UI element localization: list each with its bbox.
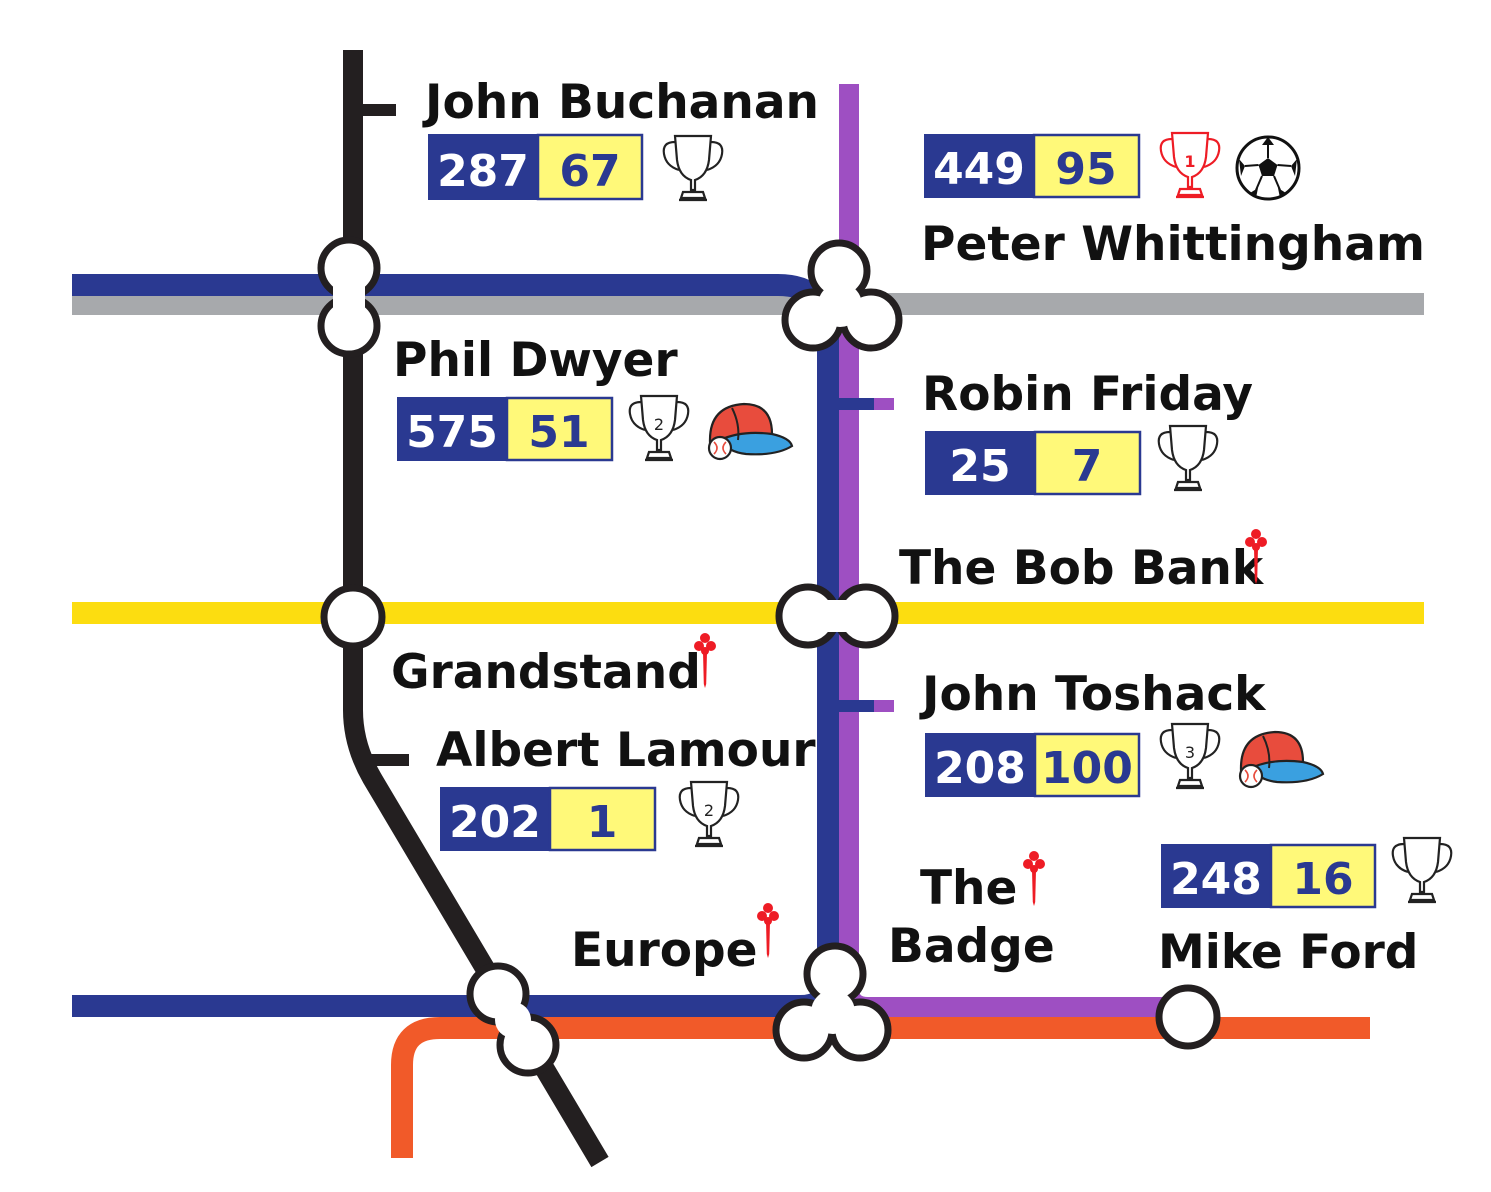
station-ticks bbox=[353, 104, 894, 766]
stat-b-john-toshack: 100 bbox=[1041, 743, 1133, 794]
black-line bbox=[343, 50, 609, 1168]
station-label-robin-friday: Robin Friday bbox=[922, 367, 1253, 422]
landmark-label-europe: Europe bbox=[571, 923, 758, 978]
trophy-rank-albert-lamour: 2 bbox=[704, 801, 714, 820]
trophy-icon bbox=[1157, 424, 1219, 492]
landmark-label-badge-line1: The bbox=[920, 861, 1017, 916]
dagger-icon-badge bbox=[1023, 851, 1045, 906]
stat-box-mike-ford: 248 16 bbox=[1161, 843, 1377, 909]
stat-box-robin-friday: 25 7 bbox=[925, 430, 1142, 496]
station-label-peter-whittingham: Peter Whittingham bbox=[921, 217, 1425, 272]
station-label-john-toshack: John Toshack bbox=[919, 667, 1267, 722]
interchange-europe[interactable] bbox=[466, 962, 560, 1077]
stat-b-albert-lamour: 1 bbox=[587, 797, 618, 848]
trophy-rank-peter-whittingham: 1 bbox=[1184, 152, 1195, 171]
trophy-rank-phil-dwyer: 2 bbox=[654, 415, 664, 434]
landmark-label-bob-bank: The Bob Bank bbox=[899, 541, 1265, 596]
stat-box-phil-dwyer: 575 51 bbox=[397, 396, 614, 462]
stat-box-john-toshack: 208 100 bbox=[925, 732, 1141, 798]
interchange-bob-bank[interactable] bbox=[775, 583, 899, 649]
stat-b-mike-ford: 16 bbox=[1292, 854, 1353, 905]
trophy-icon bbox=[662, 134, 724, 202]
interchange-nw[interactable] bbox=[317, 236, 381, 358]
station-mike-ford[interactable] bbox=[1155, 984, 1221, 1050]
station-label-albert-lamour: Albert Lamour bbox=[436, 723, 816, 778]
dagger-icon-europe bbox=[757, 903, 779, 958]
interchange-badge[interactable] bbox=[772, 942, 892, 1062]
stat-a-mike-ford: 248 bbox=[1170, 854, 1262, 905]
trophy-icon bbox=[1391, 836, 1453, 904]
cap-icon bbox=[707, 402, 794, 461]
cap-icon bbox=[1238, 730, 1325, 789]
stat-a-albert-lamour: 202 bbox=[449, 797, 541, 848]
stat-box-peter-whittingham: 449 95 bbox=[924, 133, 1141, 199]
trophy-rank-john-toshack: 3 bbox=[1185, 743, 1195, 762]
stat-b-phil-dwyer: 51 bbox=[528, 407, 589, 458]
stat-box-john-buchanan: 287 67 bbox=[428, 133, 644, 201]
station-grandstand-junction[interactable] bbox=[320, 584, 386, 650]
station-label-phil-dwyer: Phil Dwyer bbox=[393, 333, 678, 388]
stat-a-phil-dwyer: 575 bbox=[406, 407, 498, 458]
football-icon bbox=[1235, 135, 1301, 201]
stat-a-robin-friday: 25 bbox=[949, 441, 1010, 492]
stat-b-peter-whittingham: 95 bbox=[1055, 144, 1116, 195]
stat-a-john-toshack: 208 bbox=[934, 743, 1026, 794]
landmark-label-badge-line2: Badge bbox=[888, 919, 1055, 974]
stat-a-peter-whittingham: 449 bbox=[933, 144, 1025, 195]
orange-line bbox=[391, 1017, 1370, 1158]
stat-box-albert-lamour: 202 1 bbox=[440, 786, 657, 852]
stat-a-john-buchanan: 287 bbox=[437, 146, 529, 197]
stat-b-john-buchanan: 67 bbox=[559, 146, 620, 197]
stat-b-robin-friday: 7 bbox=[1072, 441, 1103, 492]
landmark-label-grandstand: Grandstand bbox=[391, 645, 701, 700]
station-label-mike-ford: Mike Ford bbox=[1158, 925, 1418, 980]
station-label-john-buchanan: John Buchanan bbox=[422, 75, 819, 130]
interchange-ne[interactable] bbox=[781, 239, 903, 352]
